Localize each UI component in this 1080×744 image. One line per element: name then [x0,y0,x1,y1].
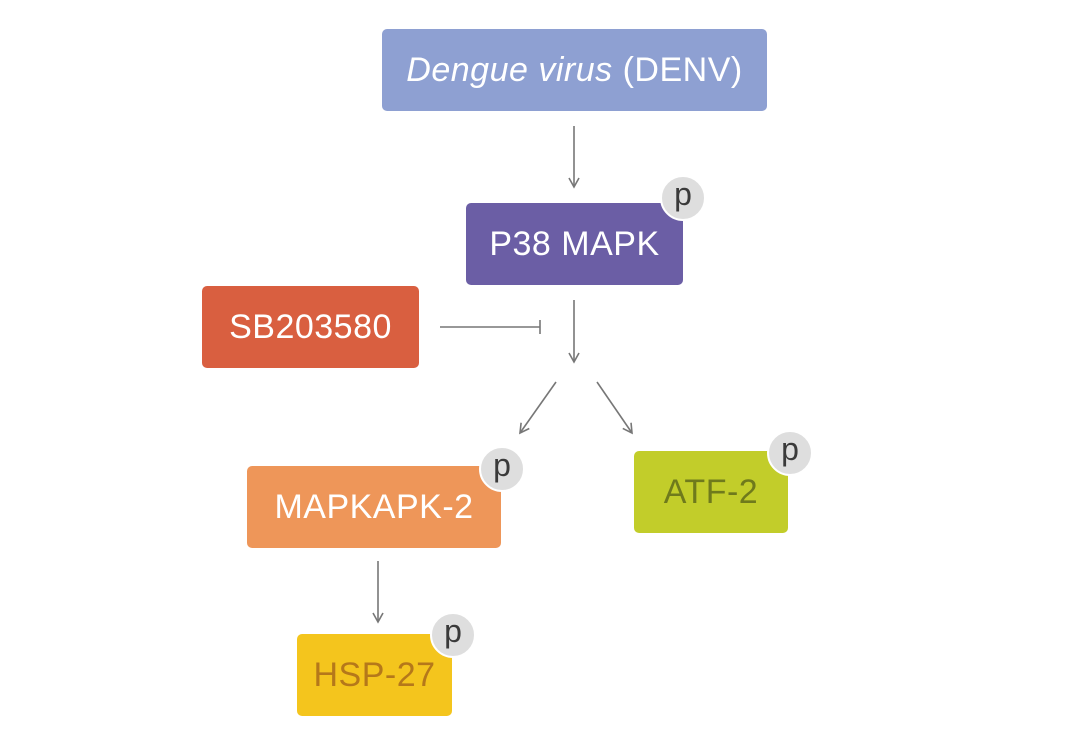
phospho-badge-hsp-27-label: p [444,613,462,649]
phospho-badge-p38: p [660,175,706,221]
phospho-badge-atf-2: p [767,430,813,476]
mapkapk-2-label: MAPKAPK-2 [274,487,474,526]
node-p38-mapk: P38 MAPK [466,203,683,285]
atf-2-label: ATF-2 [663,472,759,511]
phospho-badge-p38-label: p [674,176,692,212]
p38-mapk-label: P38 MAPK [489,224,660,263]
hsp-27-label: HSP-27 [313,655,436,694]
sb203580-label: SB203580 [229,307,392,346]
node-dengue-virus: Dengue virus (DENV) [382,29,767,111]
node-hsp-27: HSP-27 [297,634,452,716]
node-sb203580: SB203580 [202,286,419,368]
dengue-virus-abbrev-label: (DENV) [612,50,743,89]
phospho-badge-mapkapk-2: p [479,446,525,492]
arrow-to-mapkapk [519,381,557,435]
dengue-virus-italic-label: Dengue virus [406,50,613,89]
phospho-badge-mapkapk-2-label: p [493,447,511,483]
arrow-to-atf [596,381,633,435]
node-mapkapk-2: MAPKAPK-2 [247,466,501,548]
phospho-badge-hsp-27: p [430,612,476,658]
phospho-badge-atf-2-label: p [781,431,799,467]
node-atf-2: ATF-2 [634,451,788,533]
